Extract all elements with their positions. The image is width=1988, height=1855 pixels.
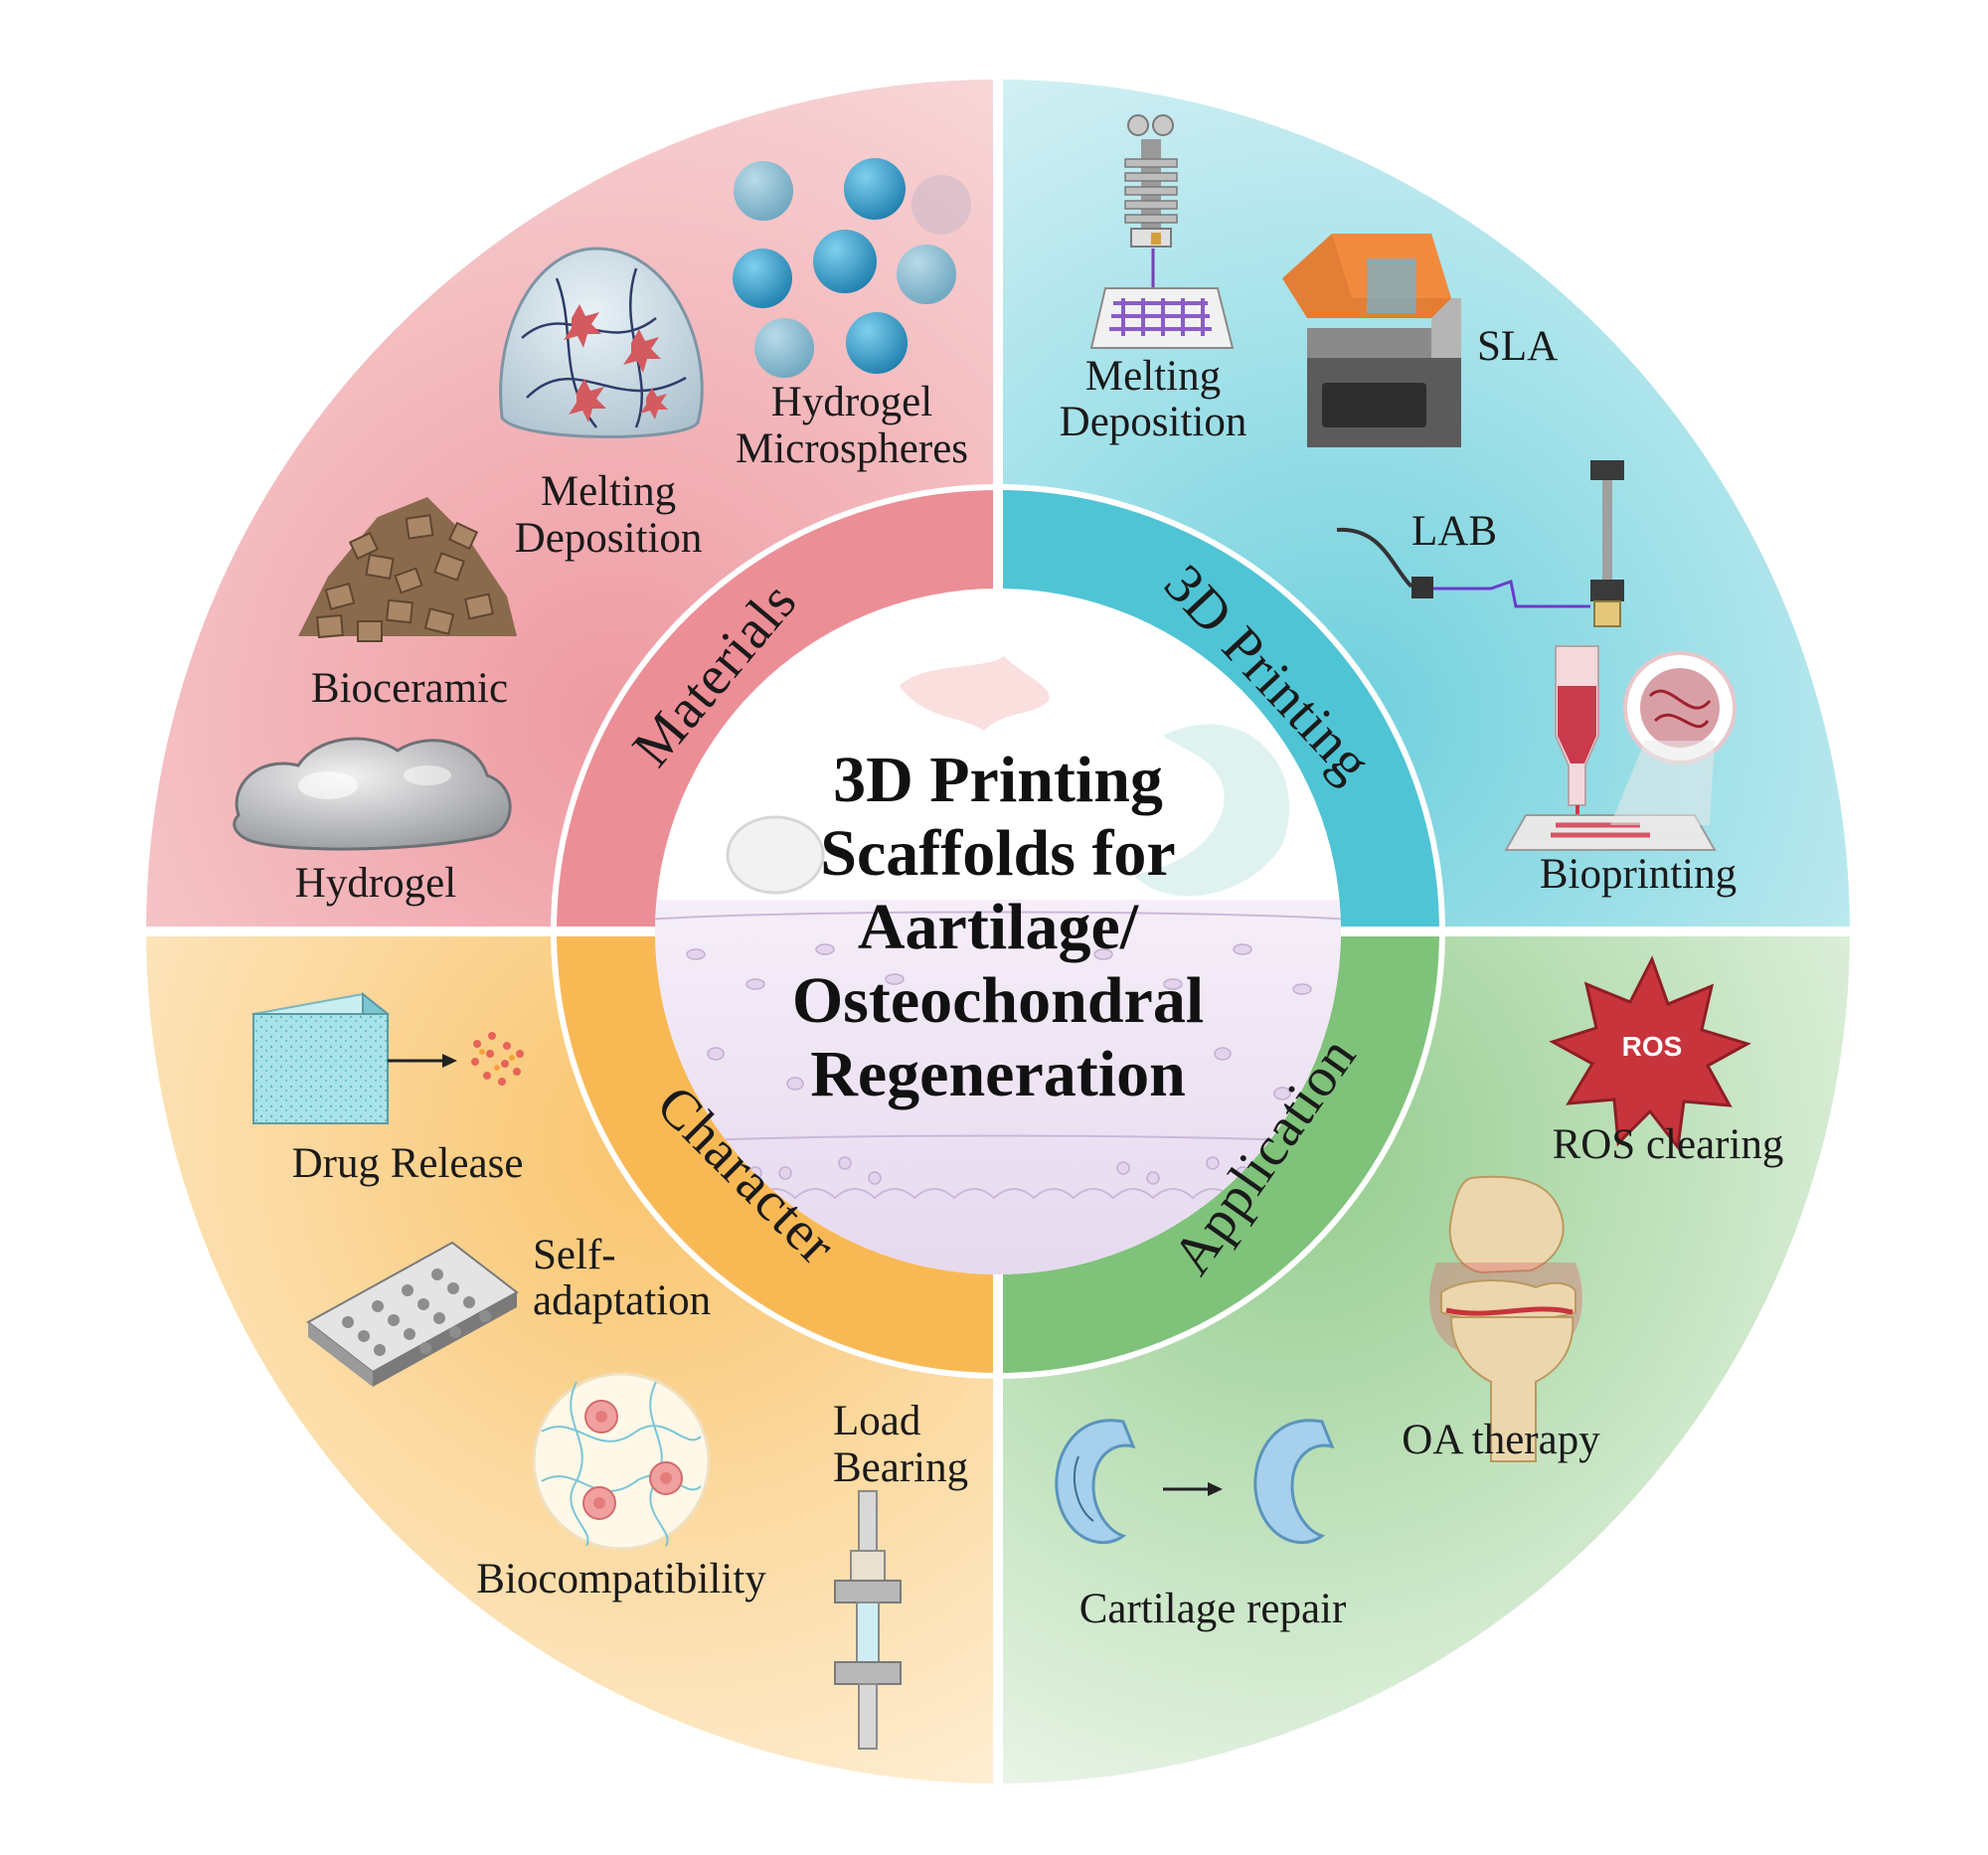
bioprinting-label: Bioprinting	[1540, 851, 1737, 898]
load-bearing-icon	[834, 1490, 902, 1750]
hydrogel-label: Hydrogel	[295, 860, 456, 907]
biocompatibility-icon	[532, 1372, 711, 1551]
melting-deposition-printing-label-1: Melting	[1085, 353, 1221, 400]
hydrogel-microspheres-icon	[733, 158, 971, 378]
bioceramic-granules-icon	[298, 497, 517, 642]
bioceramic-label: Bioceramic	[311, 665, 508, 712]
lab-printer-icon	[1336, 460, 1624, 627]
fdm-printer-icon	[1089, 114, 1235, 349]
hydrogel-microspheres-label-1: Hydrogel	[771, 379, 932, 425]
hydrogel-microspheres-label-2: Microspheres	[736, 425, 968, 472]
self-adaptation-label-2: adaptation	[533, 1277, 711, 1324]
bioprinting-icon	[1504, 645, 1737, 851]
drug-release-label: Drug Release	[292, 1140, 524, 1187]
biocompatibility-label: Biocompatibility	[476, 1556, 766, 1602]
self-adaptation-label-1: Self-	[533, 1232, 616, 1278]
oa-therapy-label: OA therapy	[1402, 1417, 1600, 1463]
load-bearing-label-1: Load	[833, 1398, 920, 1444]
hydrogel-dome-icon	[499, 247, 704, 438]
lab-label: LAB	[1411, 508, 1497, 555]
title-line-3: Aartilage/	[858, 891, 1140, 963]
ros-burst-icon: ROS	[1549, 955, 1751, 1151]
title-line-1: 3D Printing	[833, 744, 1163, 816]
sla-printer-icon	[1282, 234, 1461, 447]
self-adaptation-scaffold-icon	[306, 1241, 519, 1387]
melting-deposition-printing-label-2: Deposition	[1060, 399, 1247, 445]
hydrogel-blob-icon	[233, 737, 512, 851]
melting-deposition-material-label-1: Melting	[541, 468, 676, 515]
knee-joint-icon	[1429, 1175, 1582, 1462]
title-line-4: Osteochondral	[792, 964, 1204, 1037]
title-line-2: Scaffolds for	[820, 817, 1175, 890]
ros-clearing-label: ROS clearing	[1553, 1121, 1784, 1168]
sla-label: SLA	[1477, 323, 1558, 370]
drug-release-icon	[250, 991, 524, 1124]
ros-badge-text: ROS	[1622, 1031, 1683, 1062]
cartilage-repair-label: Cartilage repair	[1079, 1586, 1347, 1632]
load-bearing-label-2: Bearing	[833, 1444, 968, 1491]
melting-deposition-material-label-2: Deposition	[515, 515, 703, 562]
cartilage-repair-icon	[1055, 1419, 1335, 1545]
title-line-5: Regeneration	[810, 1038, 1186, 1110]
